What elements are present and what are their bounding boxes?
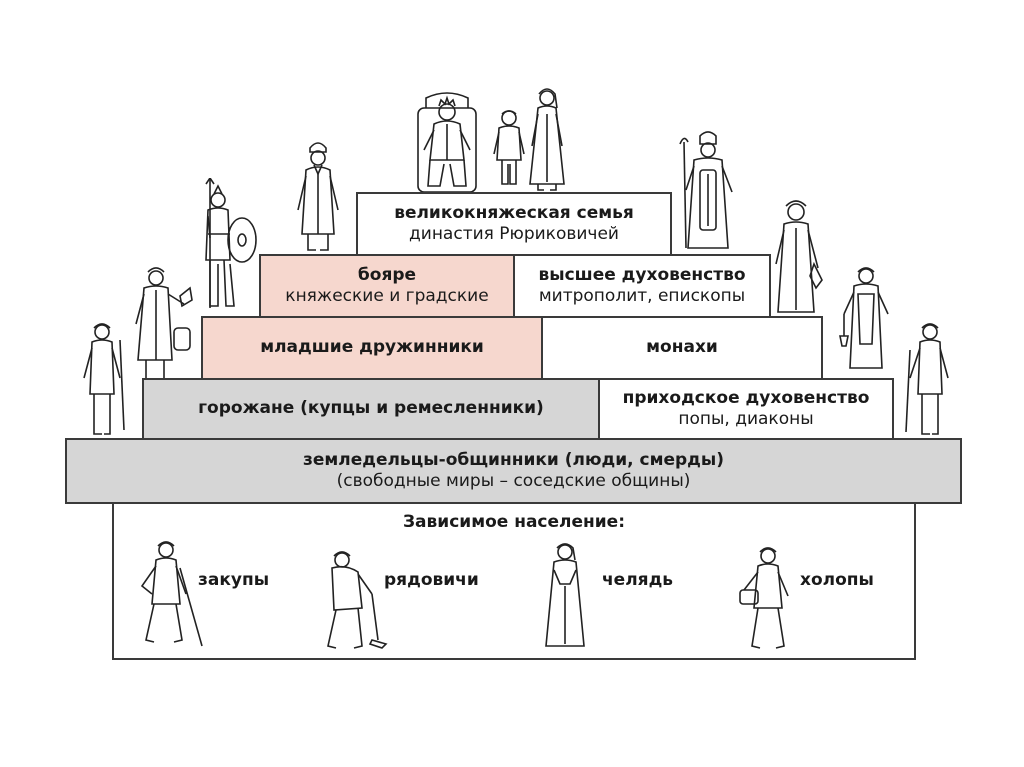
monk-figure: [770, 198, 826, 322]
chelyad-label: челядь: [602, 570, 674, 590]
boyar-figure: [292, 138, 344, 254]
zakup-figure: [122, 538, 212, 648]
junior-retinue-box: младшие дружинники: [201, 316, 543, 380]
junior-retinue-title: младшие дружинники: [260, 337, 484, 358]
grand-prince-family-title: великокняжеская семья: [394, 202, 634, 223]
peasant-right-figure: [902, 320, 952, 442]
kholopy-label: холопы: [800, 570, 874, 590]
grand-prince-family-subtitle: династия Рюриковичей: [409, 224, 619, 244]
ryadovich-figure: [316, 548, 390, 652]
higher-clergy-box: высшее духовенство митрополит, епископы: [513, 254, 771, 318]
young-prince-figure: [492, 108, 526, 190]
farmers-subtitle: (свободные миры – соседские общины): [336, 471, 691, 491]
farmers-box: земледельцы-общинники (люди, смерды) (св…: [65, 438, 962, 504]
chelyad-figure: [540, 540, 590, 652]
warrior-with-shield-figure: [190, 178, 262, 318]
parish-clergy-subtitle: попы, диаконы: [678, 409, 814, 429]
parish-clergy-title: приходское духовенство: [622, 387, 870, 408]
bishop-figure: [674, 130, 744, 254]
townspeople-title: горожане (купцы и ремесленники): [198, 398, 544, 419]
kholop-figure: [736, 544, 800, 654]
boyars-subtitle: княжеские и градские: [285, 286, 489, 306]
farmers-title: земледельцы-общинники (люди, смерды): [302, 449, 725, 470]
princess-figure: [524, 84, 570, 192]
boyars-title: бояре: [357, 264, 417, 285]
priest-with-censer-figure: [836, 264, 896, 374]
ryadovichi-label: рядовичи: [384, 570, 479, 590]
boyars-box: бояре княжеские и градские: [259, 254, 515, 318]
peasant-left-figure: [80, 320, 130, 442]
zakupy-label: закупы: [198, 570, 270, 590]
grand-prince-family-box: великокняжеская семья династия Рюрикович…: [356, 192, 672, 256]
townspeople-box: горожане (купцы и ремесленники): [142, 378, 600, 440]
higher-clergy-subtitle: митрополит, епископы: [538, 286, 746, 306]
monks-box: монахи: [541, 316, 823, 380]
merchant-with-bag-figure: [130, 264, 196, 388]
dependent-population-title: Зависимое население:: [402, 512, 626, 532]
higher-clergy-title: высшее духовенство: [538, 264, 746, 285]
enthroned-prince-figure: [414, 90, 480, 194]
monks-title: монахи: [646, 337, 718, 358]
parish-clergy-box: приходское духовенство попы, диаконы: [598, 378, 894, 440]
